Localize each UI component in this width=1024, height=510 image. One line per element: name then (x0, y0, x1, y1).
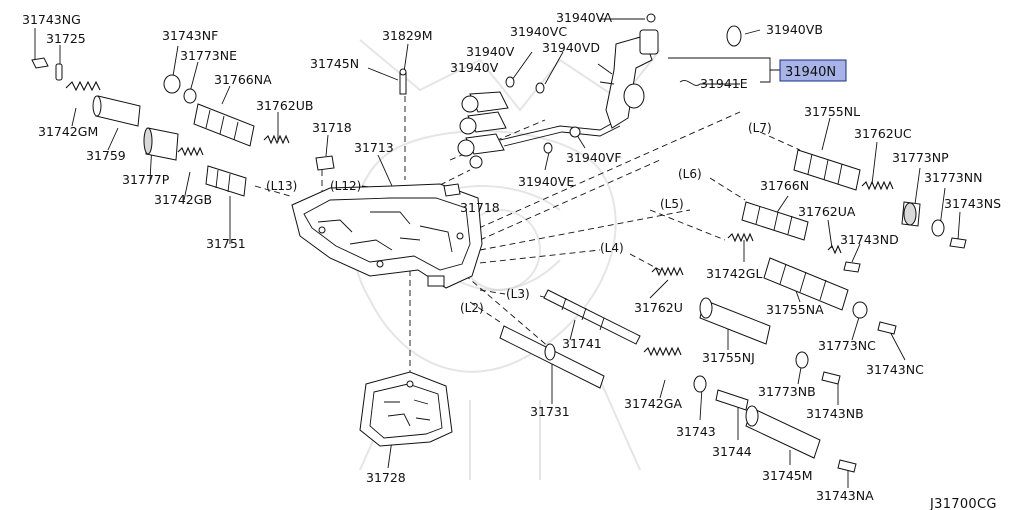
part-label[interactable]: 31762UB (256, 98, 314, 113)
lane-label: (L7) (748, 121, 772, 135)
part-label[interactable]: 31940VA (556, 10, 613, 25)
part-label[interactable]: 31777P (122, 172, 170, 187)
lane-label: (L4) (600, 241, 624, 255)
part-label[interactable]: 31743ND (840, 232, 899, 247)
part-label[interactable]: 31773NC (818, 338, 876, 353)
lane-label: (L3) (506, 287, 530, 301)
part-label[interactable]: 31755NL (804, 104, 860, 119)
lane-label: (L13) (266, 179, 297, 193)
lane-label: (L2) (460, 301, 484, 315)
part-label[interactable]: 31773NB (758, 384, 816, 399)
leader-lines (34, 18, 961, 488)
part-label[interactable]: 31762U (634, 300, 683, 315)
part-label[interactable]: 31742GB (154, 192, 212, 207)
part-label[interactable]: 31743NG (22, 12, 81, 27)
part-label[interactable]: 31762UA (798, 204, 856, 219)
part-label[interactable]: 31766N (760, 178, 809, 193)
part-label[interactable]: 31745N (310, 56, 359, 71)
diagram-code: J31700CG (929, 497, 997, 510)
part-label[interactable]: 31742GM (38, 124, 98, 139)
part-labels: 31743NG 31725 31742GM 31759 31743NF 3177… (22, 10, 1001, 503)
separator-plate-31728 (359, 371, 453, 447)
lane-labels: (L13) (L12) (L2) (L3) (L4) (L5) (L6) (L7… (266, 121, 772, 315)
part-label[interactable]: 31940VD (542, 40, 600, 55)
part-label[interactable]: 31940VB (766, 22, 823, 37)
part-label[interactable]: 31743NC (866, 362, 924, 377)
left-parts-group (31, 57, 335, 197)
part-label[interactable]: 31759 (86, 148, 126, 163)
part-label[interactable]: 31940VE (518, 174, 574, 189)
part-label[interactable]: 31728 (366, 470, 406, 485)
part-label[interactable]: 31745M (762, 468, 813, 483)
solenoid-assembly-31940N (457, 13, 742, 169)
part-label[interactable]: 31743NS (944, 196, 1001, 211)
center-top-parts (399, 68, 461, 197)
part-label[interactable]: 31743NA (816, 488, 874, 503)
right-parts-group (499, 149, 967, 473)
lane-label: (L5) (660, 197, 684, 211)
part-label[interactable]: 31755NA (766, 302, 824, 317)
part-label[interactable]: 31940V (466, 44, 515, 59)
part-label[interactable]: 31718 (312, 120, 352, 135)
lane-label: (L6) (678, 167, 702, 181)
part-label[interactable]: 31731 (530, 404, 570, 419)
highlight-box[interactable] (779, 59, 847, 82)
part-label[interactable]: 31713 (354, 140, 394, 155)
part-label[interactable]: 31766NA (214, 72, 272, 87)
part-label[interactable]: 31742GA (624, 396, 682, 411)
part-label[interactable]: 31940VC (510, 24, 567, 39)
highlighted-part-label[interactable]: 31940N (785, 65, 836, 80)
part-label[interactable]: 31940V (450, 60, 499, 75)
part-label[interactable]: 31744 (712, 444, 752, 459)
part-label[interactable]: 31751 (206, 236, 246, 251)
part-label[interactable]: 31743 (676, 424, 716, 439)
part-label[interactable]: 31755NJ (702, 350, 755, 365)
valve-body-31713 (291, 183, 483, 289)
part-label[interactable]: 31773NP (892, 150, 949, 165)
part-label[interactable]: 31718 (460, 200, 500, 215)
part-label[interactable]: 31725 (46, 31, 86, 46)
lane-label: (L12) (330, 179, 361, 193)
part-label[interactable]: 31829M (382, 28, 433, 43)
part-label[interactable]: 31940VF (566, 150, 622, 165)
part-label[interactable]: 31743NB (806, 406, 864, 421)
part-label[interactable]: 31762UC (854, 126, 912, 141)
part-label[interactable]: 31773NE (180, 48, 237, 63)
part-label[interactable]: 31773NN (924, 170, 982, 185)
highlighted-part-callout[interactable]: 31940N (779, 59, 847, 82)
part-label[interactable]: 31941E (700, 76, 748, 91)
part-label[interactable]: 31743NF (162, 28, 218, 43)
part-label[interactable]: 31742GL (706, 266, 762, 281)
part-label[interactable]: 31741 (562, 336, 602, 351)
